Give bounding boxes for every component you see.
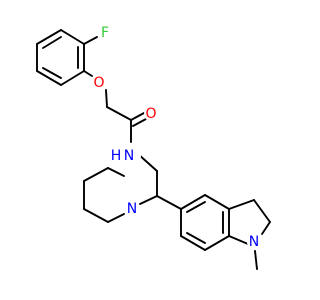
- carbonyl: [130, 112, 147, 127]
- fluoro-bond: [83, 36, 98, 45]
- structure-canvas: F O O H N N N: [36, 25, 271, 270]
- atom-label-indoline-n: N: [247, 234, 261, 250]
- indoline-benzene-ring: [180, 194, 230, 251]
- carbonyl-oxygen-atom-label: O: [145, 106, 156, 122]
- aryl-link-bond: [156, 195, 182, 210]
- atom-label-fluorine: F: [98, 25, 112, 41]
- piperidine-nitrogen-atom-label: N: [127, 201, 137, 217]
- indoline-pyrrolidine-ring: [228, 199, 271, 245]
- indoline-nitrogen-atom-label: N: [249, 234, 259, 250]
- atom-label-amide-nh: H N: [111, 148, 141, 164]
- amide-linkage: [130, 119, 158, 197]
- atom-label-carbonyl-oxygen: O: [144, 106, 158, 122]
- ether-oxygen-atom-label: O: [93, 75, 104, 91]
- atom-label-piperidine-n: N: [125, 201, 139, 217]
- piperidine-bonds: [83, 167, 158, 223]
- fluorophenyl-ring: [36, 29, 85, 86]
- fluorine-atom-label: F: [101, 25, 109, 41]
- molecule-structure-diagram: F O O H N N N: [36, 25, 271, 270]
- ether-bonds: [83, 70, 132, 121]
- atom-label-ether-oxygen: O: [92, 75, 106, 91]
- n-methyl-bond: [254, 250, 258, 270]
- amide-nitrogen-atom-label: N: [124, 148, 134, 164]
- amide-hydrogen-atom-label: H: [111, 148, 122, 164]
